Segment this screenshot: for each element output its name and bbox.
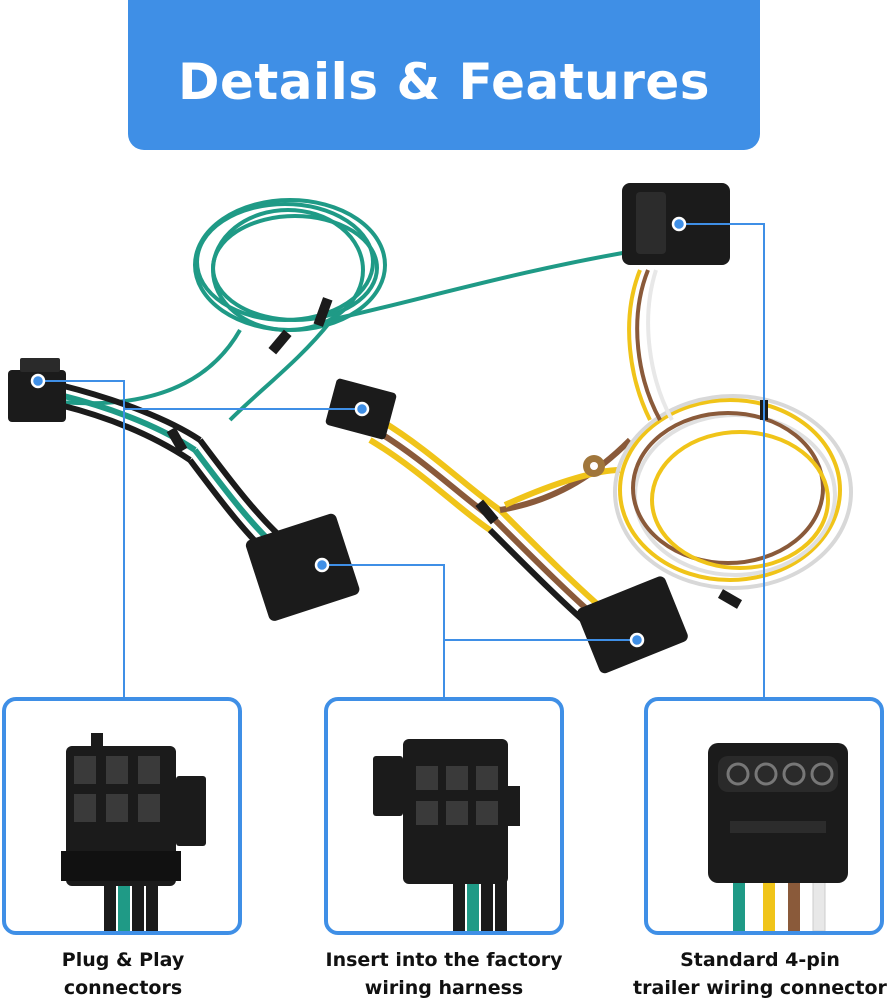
feature-card-factory-harness <box>324 697 564 935</box>
feature-card-plug-and-play <box>2 697 242 935</box>
callout-markers <box>30 216 687 648</box>
connector-closeup-socket <box>373 739 520 931</box>
right-wire-coil <box>613 269 853 590</box>
header-banner: Details & Features <box>128 0 760 150</box>
caption-line: trailer wiring connector <box>633 977 887 999</box>
feature-card-4pin <box>644 697 884 935</box>
middle-harness-wires <box>368 417 633 638</box>
caption-line: Insert into the factory <box>325 949 563 971</box>
caption-plug-and-play: Plug & Play connectors <box>0 946 246 1002</box>
caption-4pin: Standard 4-pin trailer wiring connector <box>632 946 888 1002</box>
banner-title: Details & Features <box>177 53 711 111</box>
callout-lines <box>38 223 765 697</box>
green-wire-coil <box>39 198 641 422</box>
caption-line: Standard 4-pin <box>680 949 840 971</box>
connector-6pin-bottom-right <box>577 576 688 674</box>
connector-closeup-6pin <box>61 733 206 931</box>
caption-line: wiring harness <box>364 977 524 999</box>
caption-factory-harness: Insert into the factory wiring harness <box>312 946 576 1002</box>
wiring-harness-image <box>8 183 853 697</box>
connector-6pin-left <box>8 358 66 422</box>
caption-line: Plug & Play connectors <box>61 949 185 999</box>
ground-ring-terminal <box>583 455 605 477</box>
connector-closeup-4pin <box>708 743 848 931</box>
connector-6pin-bottom-left <box>245 513 360 621</box>
